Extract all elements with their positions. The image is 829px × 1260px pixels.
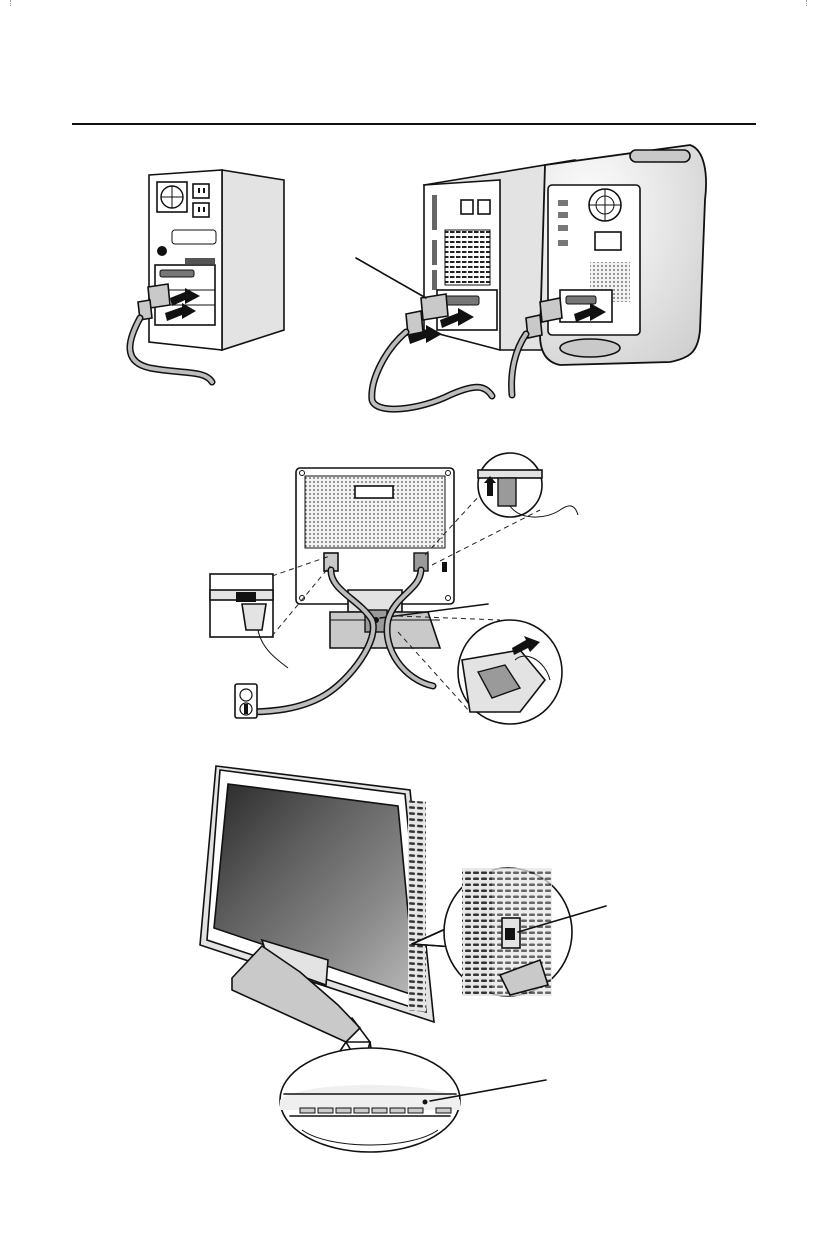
pc-tower-left xyxy=(138,170,284,350)
mac-tower xyxy=(526,145,706,365)
monitor-front xyxy=(200,766,470,1042)
led-indicator-icon xyxy=(423,1100,428,1105)
power-switch-icon xyxy=(505,928,515,940)
inset-led xyxy=(280,1042,546,1152)
inset-power-switch xyxy=(444,868,606,996)
power-outlet-icon xyxy=(235,684,257,718)
